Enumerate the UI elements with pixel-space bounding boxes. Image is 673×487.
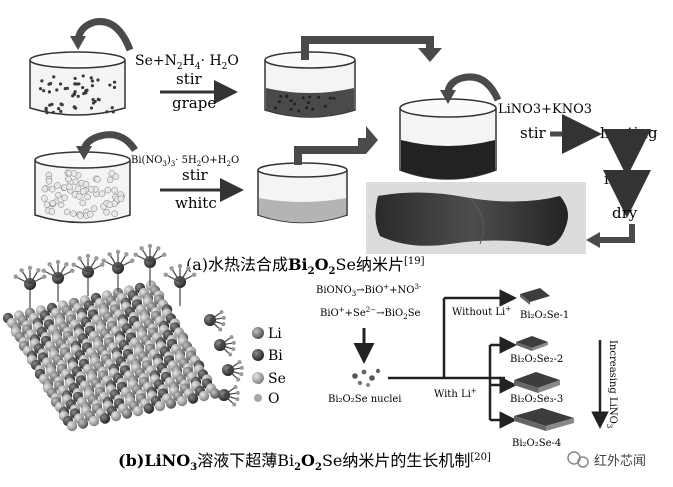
- increasing-label: Increasing LiNO3: [605, 340, 618, 428]
- grape-label: grape: [172, 94, 216, 112]
- equation-1: BiONO3→BiO++NO3-: [316, 283, 422, 298]
- surface-ligands: [13, 243, 244, 407]
- beaker-5: [399, 98, 497, 180]
- legend-se-label: Se: [268, 371, 286, 387]
- curved-arrow-1: [74, 18, 134, 52]
- product-sheet-2: [516, 336, 548, 351]
- grape-solution-particles: [274, 94, 336, 113]
- branch-arrows: [388, 289, 517, 429]
- stir-label-3: stir: [520, 124, 547, 142]
- heating-label: heating: [600, 124, 658, 142]
- beaker-4: [257, 162, 348, 224]
- curved-arrow-3: [444, 73, 502, 102]
- product-sheet-1: [520, 288, 550, 305]
- elbow-arrow-top: [301, 36, 434, 60]
- legend-o-swatch: [254, 394, 262, 402]
- stir-label-2: stir: [182, 166, 209, 184]
- white-particles: [41, 169, 126, 219]
- with-li-label: With Li+: [434, 387, 477, 400]
- reaction-1: Se+N2H4· H2O: [135, 53, 239, 72]
- beaker-2: [264, 51, 356, 118]
- legend-bi-swatch: [252, 349, 264, 361]
- dry-label: dry: [612, 204, 638, 222]
- elbow-arrow-bottom: [294, 138, 366, 165]
- legend-li-label: Li: [268, 326, 282, 342]
- caption-b: (b)LiNO3溶液下超薄Bi2O2Se纳米片的生长机制[20]: [118, 451, 491, 473]
- legend-se-swatch: [252, 372, 264, 384]
- legend: Li Bi Se O: [252, 326, 286, 407]
- product-sheet-4: [514, 408, 574, 431]
- white-label: whitc: [175, 194, 217, 212]
- nuclei-particles: [352, 368, 381, 387]
- legend-bi-label: Bi: [268, 348, 283, 364]
- product-4-label: Bi₂O₂Se-4: [512, 438, 561, 449]
- watermark: 红外芯闻: [567, 451, 646, 469]
- without-li-label: Without Li+: [452, 305, 511, 318]
- product-1-label: Bi₂O₂Se-1: [520, 310, 569, 321]
- crystal-lattice: [2, 280, 221, 432]
- nuclei-label: Bi₂O₂Se nuclei: [328, 394, 402, 405]
- reagent-label: LiNO3+KNO3: [498, 102, 592, 117]
- product-3-label: Bi₂O₂Se₃-3: [510, 394, 563, 405]
- curved-arrow-2: [80, 131, 138, 153]
- product-2-label: Bi₂O₂Se₂-2: [510, 354, 563, 365]
- product-sheet-3: [514, 372, 560, 393]
- reaction-2: Bi(NO3)3· 5H2O+H2O: [131, 155, 239, 168]
- legend-li-swatch: [252, 327, 264, 339]
- stir-label-1: stir: [176, 70, 203, 88]
- equation-2: BiO++Se2−→BiO2Se: [320, 306, 421, 321]
- beaker-1: [29, 51, 126, 116]
- beaker-3: [34, 151, 131, 224]
- caption-a: (a)水热法合成Bi2O2Se纳米片[19]: [186, 255, 425, 277]
- arrow-to-sheet: [598, 224, 635, 243]
- filter-label: filtcr: [604, 170, 641, 188]
- watermark-text: 红外芯闻: [594, 453, 646, 469]
- grape-particles: [38, 74, 117, 115]
- legend-o-label: O: [268, 391, 279, 407]
- nanosheet-photo: [366, 182, 586, 254]
